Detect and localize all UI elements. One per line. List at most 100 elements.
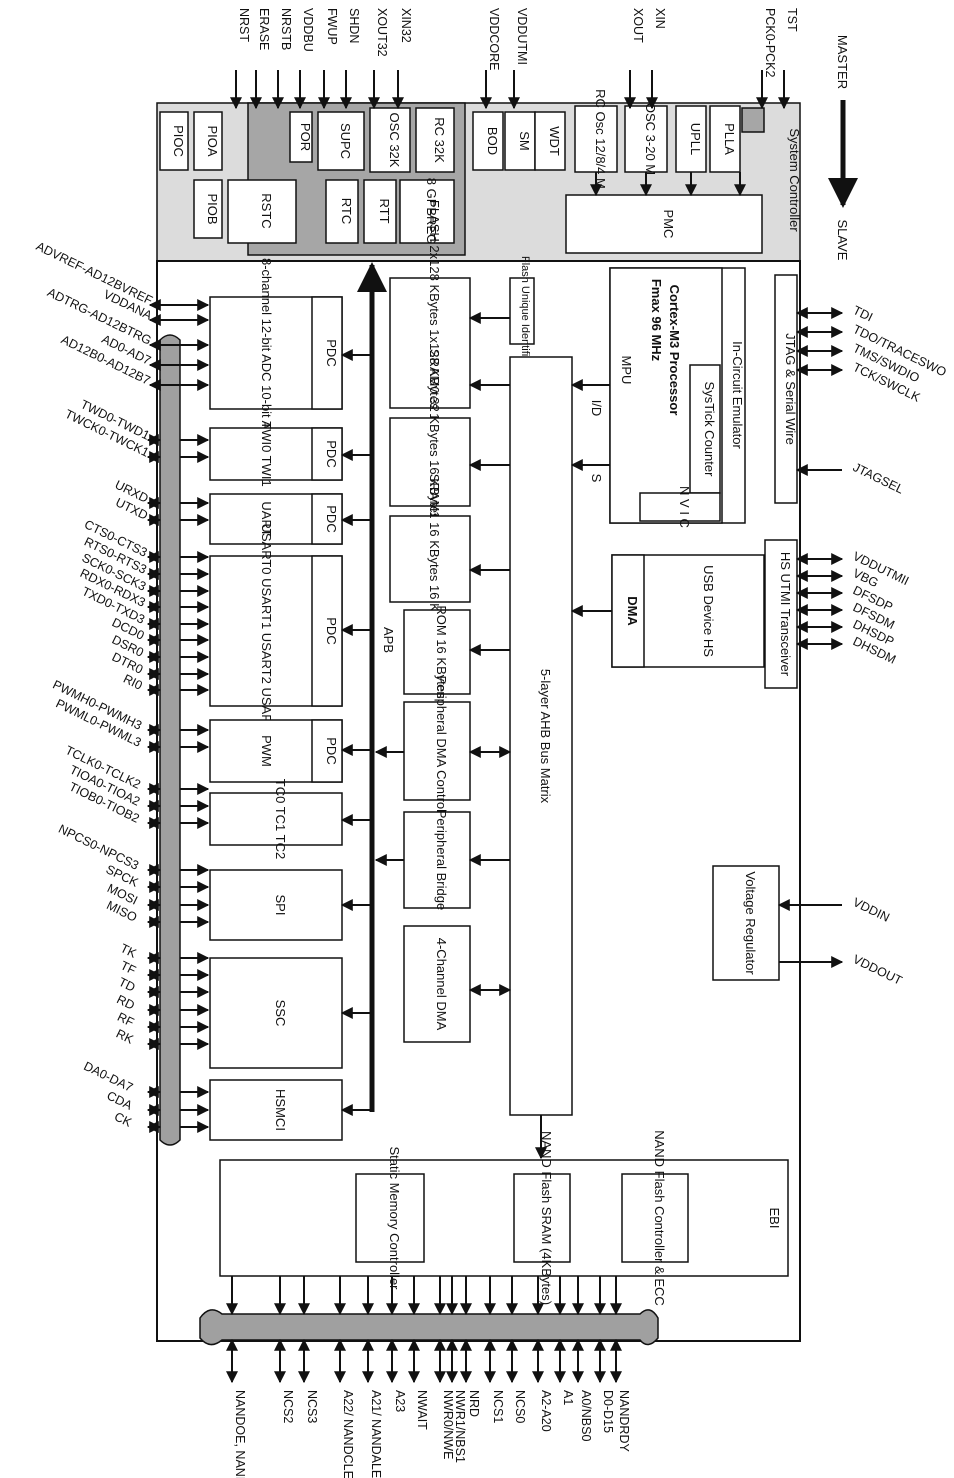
apb-peripheral-links bbox=[340, 349, 372, 1116]
ebi-block bbox=[219, 1159, 789, 1277]
master-label: MASTER bbox=[835, 35, 850, 89]
top-pin-fwup: FWUP bbox=[325, 8, 339, 45]
uart-label: UART bbox=[259, 501, 274, 536]
left-pin-tf: TF bbox=[118, 958, 138, 977]
dma4-block bbox=[403, 925, 471, 1043]
top-pin-erase: ERASE bbox=[257, 8, 271, 50]
adc-pdc bbox=[311, 296, 343, 410]
bottom-pin-a23: A23 bbox=[393, 1390, 407, 1412]
left-pin-td: TD bbox=[116, 975, 137, 995]
ssc-block bbox=[209, 957, 343, 1069]
gpbreg-block bbox=[399, 179, 455, 244]
peripheral-pin-bus bbox=[159, 334, 181, 1146]
hsmci-block bbox=[209, 1079, 343, 1141]
top-pin-vddbu: VDDBU bbox=[301, 8, 315, 52]
bod-block bbox=[472, 111, 504, 171]
bottom-pin-ncs2: NCS2 bbox=[281, 1390, 295, 1423]
osc-main-block bbox=[624, 105, 668, 173]
fmax-label: Fmax 96 MHz bbox=[649, 279, 664, 362]
bridge-block bbox=[403, 811, 471, 909]
rom-label: ROM 16 KBytes bbox=[434, 605, 449, 699]
ahb-matrix-block bbox=[509, 356, 573, 1116]
wdt-block bbox=[534, 111, 566, 171]
osc32k-label: OSC 32K bbox=[387, 113, 402, 168]
utmi-label: HS UTMI Transceiver bbox=[778, 552, 793, 677]
bottom-pin-nwait: NWAIT bbox=[415, 1390, 429, 1430]
nvic-label: N V I C bbox=[677, 486, 692, 528]
jtag-label: JTAG & Serial Wire bbox=[783, 333, 798, 445]
mpu-label: MPU bbox=[619, 356, 634, 385]
flash-label: FLASH 2x128 KBytes 1x128 KBytes 1x64 KBy… bbox=[427, 200, 442, 487]
bottom-pin-ncs3: NCS3 bbox=[305, 1390, 319, 1423]
nvic-block bbox=[639, 492, 721, 522]
id-label: I/D bbox=[589, 400, 604, 417]
usb-dma-label: DMA bbox=[625, 596, 640, 626]
flash-block bbox=[389, 277, 471, 409]
top-pin-tst: TST bbox=[785, 8, 799, 32]
upll-block bbox=[675, 105, 707, 173]
left-pin-rf: RF bbox=[115, 1010, 136, 1030]
system-controller-title: System Controller bbox=[787, 128, 802, 232]
bottom-pin-ncs1: NCS1 bbox=[491, 1390, 505, 1423]
bottom-pin-nwr1-nbs1: NWR1/NBS1 bbox=[453, 1390, 467, 1463]
pwm-label: PWM bbox=[259, 735, 274, 767]
right-pin-vddin: VDDIN bbox=[851, 895, 892, 925]
nand-ecc-block bbox=[621, 1173, 689, 1263]
bottom-pin-nwr0-nwe: NWR0/NWE bbox=[441, 1390, 455, 1459]
tc-block bbox=[209, 792, 343, 846]
pioc-label: PIOC bbox=[171, 125, 186, 157]
s-label: S bbox=[589, 474, 604, 483]
jtag-block bbox=[774, 274, 798, 504]
spi-label: SPI bbox=[273, 895, 288, 916]
supc-block bbox=[317, 111, 365, 171]
adc-label: 8-channel 12-bit ADC 10-bit ADC bbox=[259, 258, 274, 448]
sram0-block bbox=[389, 417, 471, 507]
rtt-block bbox=[363, 179, 397, 244]
bottom-pin-a22-nandcle: A22/ NANDCLE bbox=[341, 1390, 355, 1478]
bod-label: BOD bbox=[485, 127, 500, 155]
usb-label: USB Device HS bbox=[701, 565, 716, 657]
twi-label: TWI0 TWI1 bbox=[259, 421, 274, 486]
sm-block bbox=[504, 111, 536, 171]
bridge-label: Peripheral Bridge bbox=[434, 810, 449, 910]
bottom-pin-nrd: NRD bbox=[467, 1390, 481, 1417]
pdma-label: Peripheral DMA Controller bbox=[434, 675, 449, 827]
wdt-label: WDT bbox=[547, 126, 562, 156]
twi-pdc-label: PDC bbox=[324, 440, 339, 467]
vreg-label: Voltage Regulator bbox=[743, 871, 758, 975]
bottom-pin-a1: A1 bbox=[561, 1390, 575, 1405]
apb-label: APB bbox=[381, 627, 396, 653]
top-pin-vddutmi: VDDUTMI bbox=[515, 8, 529, 65]
flash-uid-block bbox=[509, 277, 535, 345]
nand-sram-label: NAND Flash SRAM (4KBytes) bbox=[539, 1131, 554, 1305]
top-pin-shdn: SHDN bbox=[347, 8, 361, 43]
top-pin-xin32: XIN32 bbox=[399, 8, 413, 43]
gpbreg-label: 8 GPBREG bbox=[424, 178, 439, 244]
sram1-label: SRAM1 16 KBytes 16 KBytes bbox=[427, 474, 442, 645]
rc32k-label: RC 32K bbox=[432, 117, 447, 163]
piob-label: PIOB bbox=[205, 193, 220, 224]
slave-label: SLAVE bbox=[835, 220, 850, 261]
pdma-block bbox=[403, 701, 471, 801]
flash-uid-label: Flash Unique Identifier bbox=[519, 256, 531, 366]
top-pin-xout32: XOUT32 bbox=[375, 8, 389, 57]
plla-block bbox=[709, 105, 741, 173]
rc32k-block bbox=[415, 107, 455, 173]
por-label: POR bbox=[298, 123, 313, 151]
bottom-pin-a2-a20: A2-A20 bbox=[539, 1390, 553, 1432]
left-pin-rd: RD bbox=[114, 992, 136, 1013]
top-pin-xout: XOUT bbox=[631, 8, 645, 43]
rc-osc-label: RC Osc 12/8/4 M bbox=[593, 89, 608, 189]
left-pin-tk: TK bbox=[118, 941, 139, 961]
left-pin-ri0: RI0 bbox=[121, 672, 145, 693]
supc-label: SUPC bbox=[338, 123, 353, 159]
top-pin-nrst: NRST bbox=[237, 8, 251, 42]
left-pin-ck: CK bbox=[112, 1109, 134, 1129]
rtc-block bbox=[325, 179, 359, 244]
usart-pdc-label: PDC bbox=[324, 617, 339, 644]
adc-pdc-label: PDC bbox=[324, 339, 339, 366]
